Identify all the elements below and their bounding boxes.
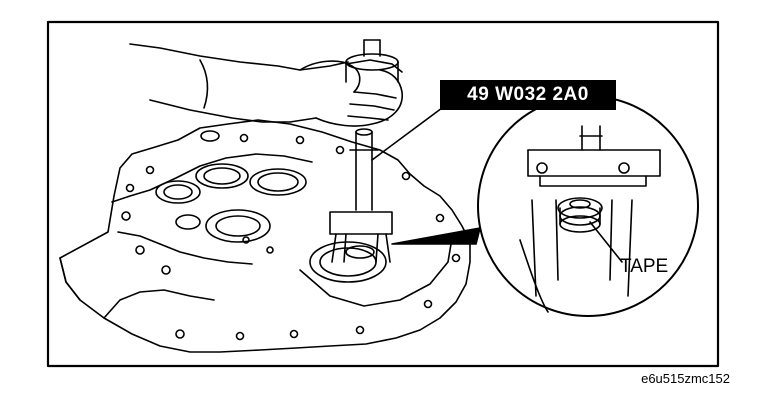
- figure-frame: [46, 20, 720, 368]
- tape-leader-line: [589, 221, 623, 263]
- special-tool: [329, 39, 399, 263]
- hand-illustration: [129, 43, 403, 127]
- tape-callout-label: TAPE: [620, 256, 669, 277]
- tool-number-label: 49 W032 2A0: [440, 80, 616, 110]
- transaxle-housing: [59, 119, 471, 353]
- tool-leader-line: [371, 107, 443, 161]
- figure-code: e6u515zmc152: [641, 371, 730, 386]
- detail-wedge: [391, 227, 481, 245]
- detail-view: [477, 95, 699, 317]
